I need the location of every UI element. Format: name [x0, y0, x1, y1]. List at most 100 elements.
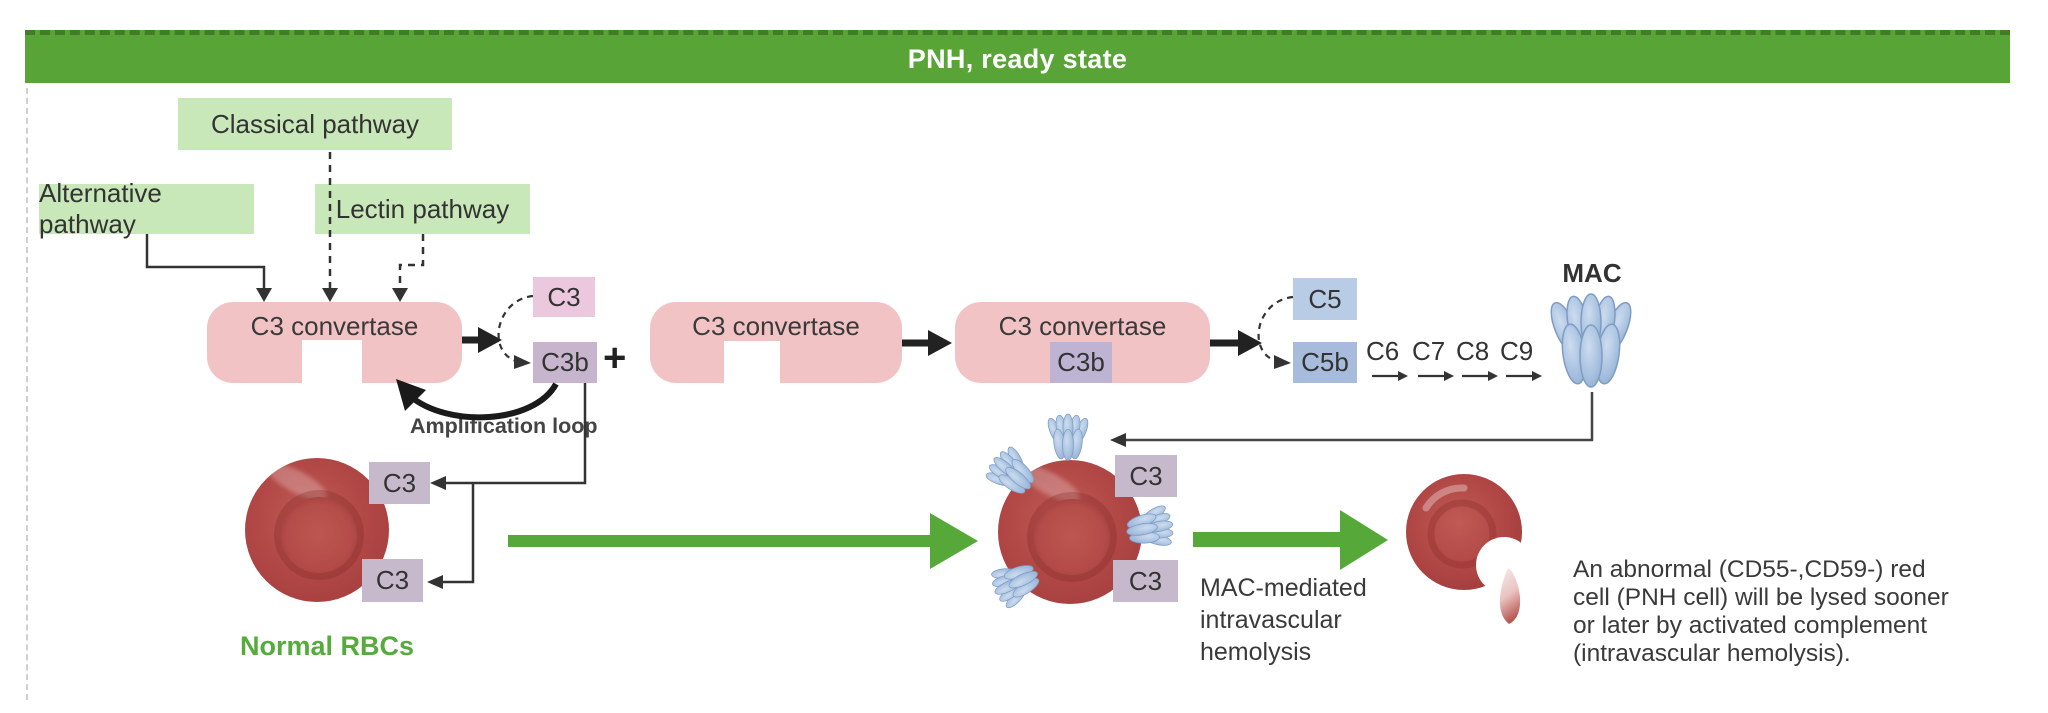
hemolysis-line-3: hemolysis [1200, 638, 1312, 666]
c5-convertase: C3 convertase C3b [955, 302, 1210, 383]
green-arrow-2-head [1340, 510, 1388, 570]
lysed-rbc-bite [1476, 537, 1532, 593]
convertase-2-output-arrowhead [928, 330, 952, 356]
c7-label: C7 [1412, 336, 1445, 367]
c3b-molecule-label: C3b [541, 347, 589, 377]
mac-mini-upper-left-icon [979, 440, 1045, 506]
lectin-pathway-arrowhead [392, 288, 408, 302]
lysed-rbc-dimple [1427, 499, 1497, 569]
convertase-1-output-arrowhead [478, 327, 502, 353]
pnh-caption: An abnormal (CD55-,CD59-) red cell (PNH … [1573, 556, 1949, 668]
lysed-rbc-icon [1406, 474, 1532, 624]
pnh-rbc-c3-bottom-label: C3 [1128, 565, 1163, 596]
bound-c3b-box: C3b [1050, 342, 1112, 383]
mac-label: MAC [1556, 258, 1628, 289]
normal-rbc-c3-tag-bottom: C3 [362, 559, 423, 602]
c3b-deposition-arrowhead-top [430, 476, 446, 490]
c9-text: C9 [1500, 336, 1534, 366]
mac-mini-right-icon [1122, 501, 1177, 555]
mac-to-rbc-arrowhead [1110, 433, 1126, 447]
mac-mini-lower-left-icon [985, 552, 1048, 614]
pnh-rbc-c3-tag-bottom: C3 [1113, 560, 1178, 602]
classical-pathway-label: Classical pathway [210, 108, 420, 139]
c6-text: C6 [1366, 336, 1400, 366]
c5-molecule-box: C5 [1293, 278, 1357, 320]
green-arrow-1-head [930, 513, 978, 569]
c9-arrowhead [1532, 371, 1542, 381]
c9-label: C9 [1500, 336, 1533, 367]
plus-sign: + [603, 336, 626, 381]
c3-convertase-2: C3 convertase [650, 302, 902, 383]
c3b-deposition-arrowhead-bottom [427, 575, 443, 589]
c5b-molecule-label: C5b [1301, 347, 1349, 377]
c3b-molecule-box: C3b [533, 342, 597, 383]
lectin-pathway-label: Lectin pathway [335, 193, 510, 224]
normal-rbcs-text: Normal RBCs [240, 631, 415, 661]
banner-title: PNH, ready state [907, 43, 1128, 74]
c8-arrowhead [1488, 371, 1498, 381]
c3b-deposition-lines [443, 383, 587, 584]
caption-line-1: An abnormal (CD55-,CD59-) red [1573, 556, 1926, 583]
c6-label: C6 [1366, 336, 1399, 367]
lysed-rbc-shine [1422, 484, 1468, 512]
alternative-pathway-label: Alternative pathway [39, 178, 162, 239]
c3-convertase-1: C3 convertase [207, 302, 462, 383]
hemolysis-annotation: MAC-mediated intravascular hemolysis [1200, 572, 1367, 668]
green-arrow-2-shaft [1193, 532, 1340, 547]
rbc-dimple [1034, 498, 1111, 576]
c5-molecule-label: C5 [1308, 283, 1342, 314]
c5-to-c5b-conversion-curve [1257, 295, 1294, 364]
lectin-pathway-box: Lectin pathway [315, 184, 530, 234]
convertase-1-notch [302, 340, 362, 383]
c3-convertase-1-label: C3 convertase [250, 311, 419, 341]
classical-pathway-box: Classical pathway [178, 98, 452, 150]
c7-text: C7 [1412, 336, 1446, 366]
c3-convertase-2-label: C3 convertase [692, 311, 860, 341]
c5-convertase-label: C3 convertase [998, 311, 1167, 341]
c7-arrowhead [1444, 371, 1454, 381]
c8-label: C8 [1456, 336, 1489, 367]
c3-to-c3b-conversion-curve [497, 294, 534, 364]
convertase-2-notch [724, 341, 780, 383]
amplification-loop-arrowhead [396, 379, 426, 411]
hemolysis-line-2: intravascular [1200, 606, 1342, 634]
lectin-pathway-arrow [398, 234, 425, 288]
normal-rbc-c3-bottom-label: C3 [375, 565, 410, 595]
normal-rbc-c3-tag-top: C3 [369, 462, 430, 504]
c8-text: C8 [1456, 336, 1490, 366]
caption-line-3: or later by activated complement [1573, 612, 1928, 639]
mac-mini-top-icon [1044, 413, 1092, 461]
alternative-pathway-box: Alternative pathway [39, 178, 254, 239]
hemoglobin-droplet [1499, 568, 1521, 624]
normal-rbcs-label: Normal RBCs [240, 631, 414, 662]
c3-molecule-label: C3 [547, 281, 581, 312]
classical-pathway-arrowhead [322, 288, 338, 302]
caption-line-4: (intravascular hemolysis). [1573, 640, 1851, 667]
terminal-cascade-arrows [1372, 371, 1542, 381]
mac-to-rbc-arrow [1126, 392, 1594, 442]
green-arrow-1-shaft [508, 535, 930, 547]
c3-to-c3b-arrowhead [514, 355, 531, 369]
c5-convertase-output-arrowhead [1238, 330, 1262, 356]
opsonization-green-arrow [508, 513, 978, 569]
amplification-loop-curve [408, 382, 559, 421]
lysis-green-arrow [1193, 510, 1388, 570]
hemolysis-line-1: MAC-mediated [1200, 574, 1367, 602]
alternative-pathway-arrow [145, 234, 266, 288]
alternative-pathway-arrowhead [256, 288, 272, 302]
c6-arrowhead [1398, 371, 1408, 381]
left-dashed-border [26, 88, 28, 700]
normal-rbc-c3-top-label: C3 [382, 467, 417, 498]
caption-line-2: cell (PNH cell) will be lysed sooner [1573, 584, 1949, 611]
rbc-dimple [281, 496, 358, 574]
banner: PNH, ready state [25, 30, 2010, 83]
c5-to-c5b-arrowhead [1274, 355, 1291, 369]
c5b-molecule-box: C5b [1293, 342, 1357, 383]
pnh-rbc-c3-top-label: C3 [1129, 460, 1163, 491]
pnh-rbc-c3-tag-top: C3 [1115, 455, 1177, 497]
plus-sign-glyph: + [603, 336, 627, 380]
mac-complex-icon [1544, 293, 1638, 388]
bound-c3b-label: C3b [1057, 347, 1105, 377]
